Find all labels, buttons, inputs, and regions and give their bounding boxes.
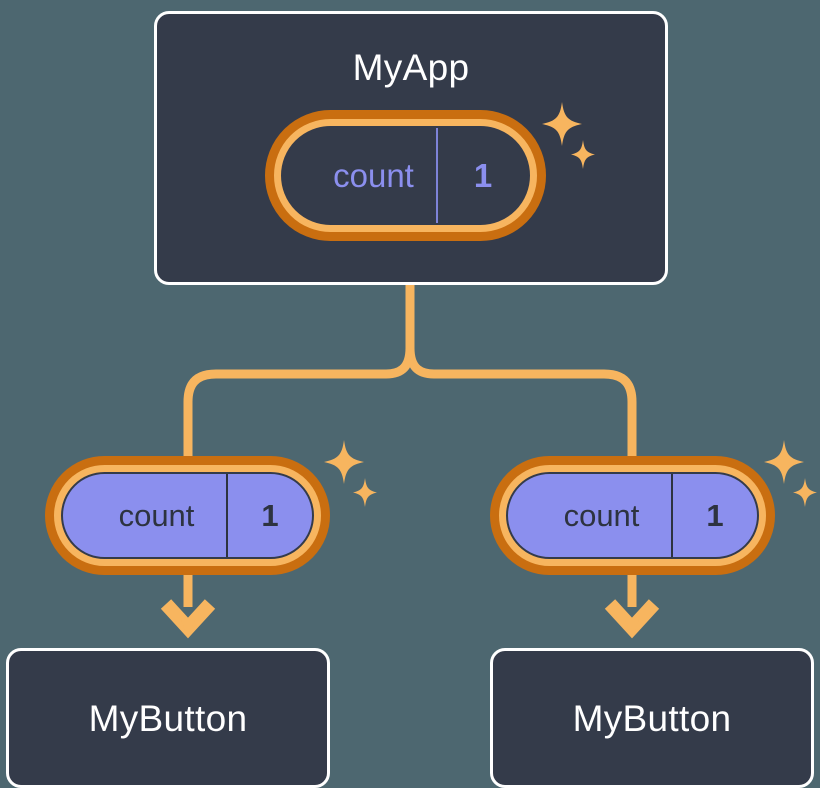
state-pill-child-right[interactable]: count 1 [490,456,775,575]
diagram-canvas: MyApp count 1 count 1 count 1 [6,11,817,788]
state-value-label: 1 [436,128,528,223]
component-card-mybutton-left[interactable]: MyButton [6,648,330,788]
state-pill-inner: count 1 [61,472,314,559]
state-pill-inner: count 1 [506,472,759,559]
component-card-mybutton-right[interactable]: MyButton [490,648,814,788]
card-title-mybutton: MyButton [88,697,248,739]
arrow-tip-right [625,620,639,638]
state-value-label: 1 [671,474,757,557]
state-pill-myapp[interactable]: count 1 [265,110,546,241]
arrow-tip-left [181,620,195,638]
sparkle-star-large [764,440,804,484]
arrowhead-right [604,599,660,639]
card-title-myapp: MyApp [352,47,470,88]
wire-branch-right [405,347,637,458]
card-title-mybutton: MyButton [572,697,732,739]
state-pill-inner: count 1 [281,126,530,225]
state-pill-child-left[interactable]: count 1 [45,456,330,575]
arrowhead-left [160,599,216,639]
wire-branch-left [183,347,415,458]
state-key-label: count [563,497,640,533]
state-key-label: count [118,497,195,533]
sparkle-star-small [353,478,377,507]
state-key-label: count [333,156,414,194]
state-value-label: 1 [226,474,312,557]
sparkle-star-large [324,440,364,484]
sparkle-star-small [793,478,817,507]
